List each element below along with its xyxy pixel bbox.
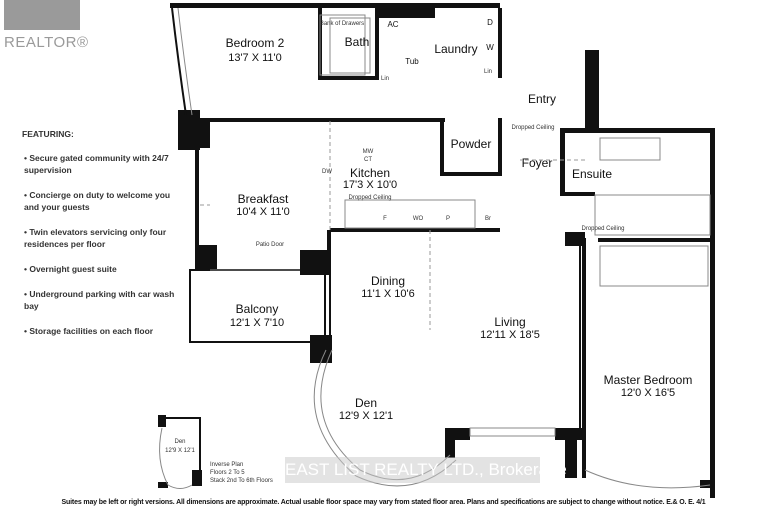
realtor-logo: REALTOR® (4, 0, 89, 51)
breakfast-label: Breakfast (238, 192, 289, 206)
ensuite-label: Ensuite (572, 167, 612, 181)
breakfast-dim: 10'4 X 11'0 (236, 206, 290, 218)
feature-item: • Underground parking with car wash bay (24, 289, 175, 311)
den-label: Den (355, 396, 377, 410)
tub-label: Tub (405, 57, 419, 66)
bedroom2-dim: 13'7 X 11'0 (228, 52, 282, 64)
ac-label: AC (387, 20, 398, 29)
ct-label: CT (364, 157, 372, 163)
pantry-label: P (446, 216, 450, 222)
den-dim: 12'9 X 12'1 (339, 410, 393, 422)
kitchen-dim: 17'3 X 10'0 (343, 179, 397, 191)
master-bedroom-dim: 12'0 X 16'5 (621, 387, 675, 399)
alt-plan-note: Floors 2 To 5 (210, 470, 245, 476)
mini-den-dim: 12'9 X 12'1 (165, 448, 195, 454)
dropped-ceiling-label: Dropped Ceiling (348, 195, 391, 201)
living-label: Living (494, 315, 525, 329)
mini-den-plan (158, 415, 202, 489)
dw-label: DW (322, 169, 332, 175)
features-list: FEATURING: • Secure gated community with… (22, 128, 182, 350)
kitchen-label: Kitchen (350, 166, 390, 180)
master-bedroom-label: Master Bedroom (604, 373, 693, 387)
living-dim: 12'11 X 18'5 (480, 329, 540, 341)
linen-label: Lin (484, 69, 492, 75)
dropped-ceiling-label: Dropped Ceiling (581, 226, 624, 232)
balcony-label: Balcony (236, 302, 279, 316)
foyer-label: Foyer (522, 156, 553, 170)
dryer-label: D (487, 18, 493, 27)
patio-door-label: Patio Door (256, 242, 284, 248)
mini-den-label: Den (174, 439, 185, 445)
feature-item: • Secure gated community with 24/7 super… (24, 153, 169, 175)
alt-plan-note: Stack 2nd To 6th Floors (210, 478, 273, 484)
fridge-label: F (383, 216, 387, 222)
wall-oven-label: WO (413, 216, 424, 222)
laundry-label: Laundry (434, 42, 477, 56)
disclaimer-footer: Suites may be left or right versions. Al… (61, 499, 706, 506)
linen-label: Lin (381, 76, 389, 82)
brokerage-watermark: EAST LIST REALTY LTD., Brokerage (285, 457, 567, 483)
walls (170, 3, 715, 498)
dropped-ceiling-label: Dropped Ceiling (511, 125, 554, 131)
interior-lines (171, 7, 711, 489)
feature-item: • Twin elevators servicing only four res… (24, 227, 167, 249)
realtor-logo-mark (4, 0, 80, 30)
feature-item: • Concierge on duty to welcome you and y… (24, 190, 171, 212)
powder-label: Powder (451, 137, 492, 151)
dining-label: Dining (371, 274, 405, 288)
alt-plan-note: Inverse Plan (210, 462, 243, 468)
feature-item: • Overnight guest suite (24, 264, 117, 274)
mw-label: MW (363, 149, 374, 155)
bath-label: Bath (345, 35, 370, 49)
balcony-dim: 12'1 X 7'10 (230, 317, 284, 329)
washer-label: W (486, 43, 494, 52)
bedroom2-label: Bedroom 2 (226, 36, 285, 50)
feature-item: • Storage facilities on each floor (24, 326, 154, 336)
entry-label: Entry (528, 92, 556, 106)
features-heading: FEATURING: (22, 129, 74, 139)
broom-label: Br (485, 216, 491, 222)
realtor-logo-text: REALTOR® (4, 34, 89, 51)
dining-dim: 11'1 X 10'6 (361, 288, 415, 300)
bank-of-drawers-label: Bank of Drawers (320, 21, 364, 27)
